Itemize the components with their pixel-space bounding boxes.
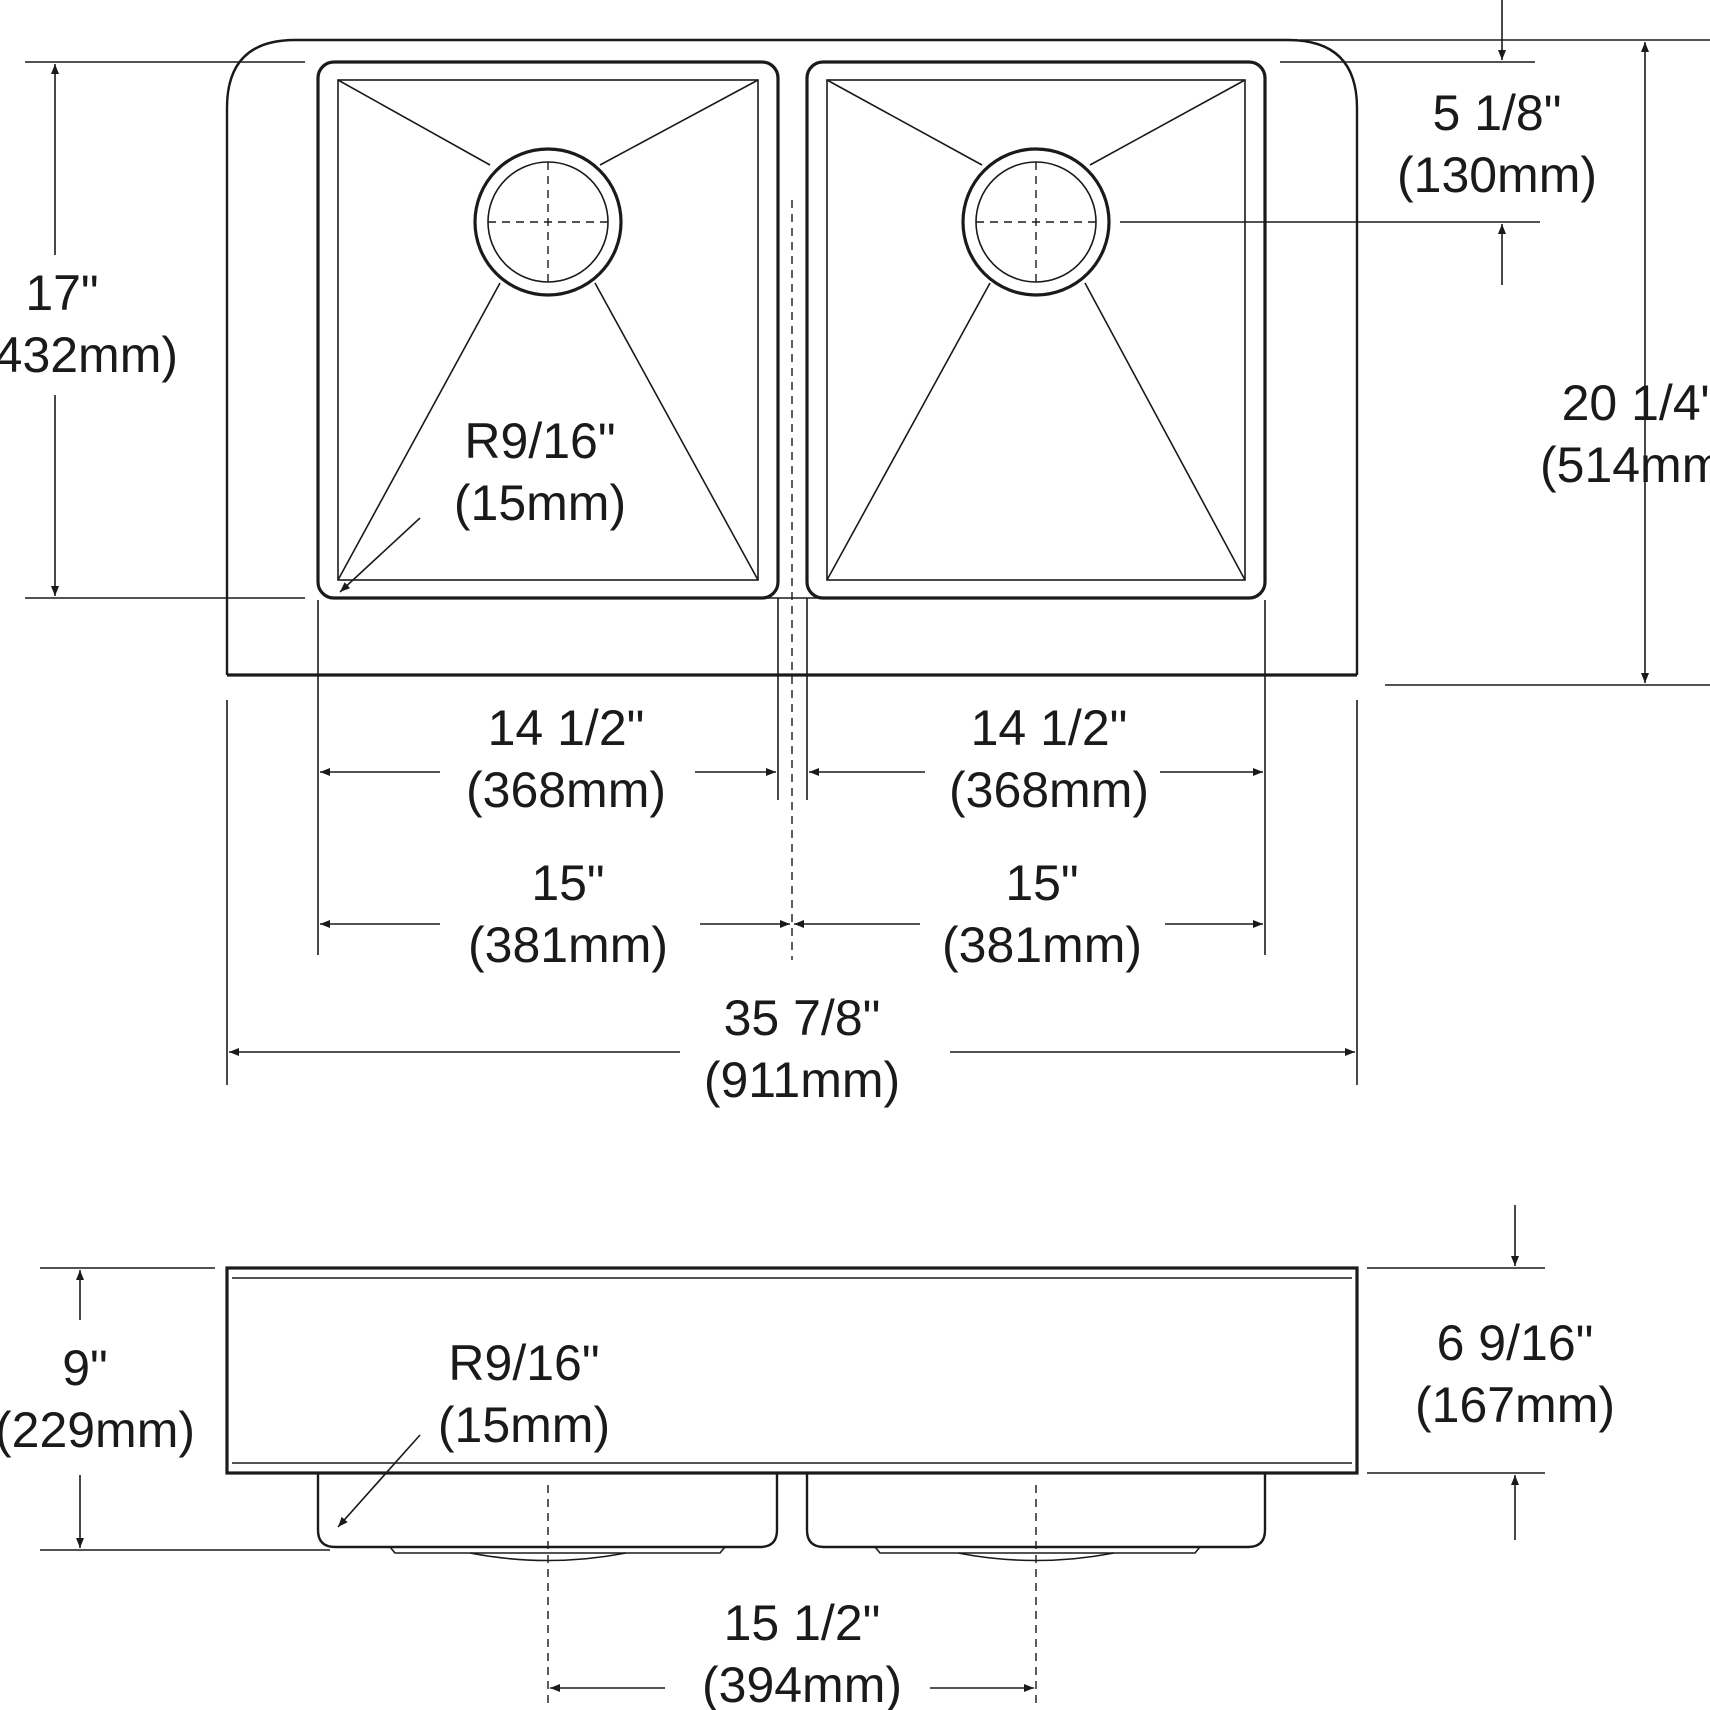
left-drain-icon bbox=[473, 147, 623, 297]
apron-height-in: 6 9/16" bbox=[1437, 1315, 1594, 1371]
right-center-width-mm: (381mm) bbox=[942, 917, 1142, 973]
overall-depth-mm: (514mm) bbox=[1540, 437, 1710, 493]
front-view: 9" (229mm) 6 9/16" (167mm) R9/16" (15mm)… bbox=[0, 1205, 1615, 1710]
apron-height-mm: (167mm) bbox=[1415, 1377, 1615, 1433]
overall-width-mm: (911mm) bbox=[704, 1052, 900, 1108]
front-right-bowl bbox=[805, 1473, 1267, 1549]
drain-spacing-in: 15 1/2" bbox=[724, 1595, 881, 1651]
right-drain-icon bbox=[961, 147, 1111, 297]
front-corner-radius-in: R9/16" bbox=[448, 1335, 599, 1391]
left-bowl-width-mm: (368mm) bbox=[466, 762, 666, 818]
right-bowl-floor bbox=[826, 79, 1246, 581]
apron-outline bbox=[225, 1266, 1359, 1475]
right-bowl-outline bbox=[805, 60, 1267, 600]
left-bowl-outline bbox=[316, 60, 780, 600]
left-center-width-mm: (381mm) bbox=[468, 917, 668, 973]
front-left-bowl bbox=[316, 1473, 779, 1549]
front-corner-radius-mm: (15mm) bbox=[438, 1397, 610, 1453]
right-center-width-in: 15" bbox=[1005, 855, 1078, 911]
top-corner-radius-in: R9/16" bbox=[464, 413, 615, 469]
drain-offset-mm: (130mm) bbox=[1397, 147, 1597, 203]
overall-depth-in: 20 1/4" bbox=[1562, 375, 1710, 431]
overall-height-in: 9" bbox=[62, 1340, 108, 1396]
top-corner-radius-mm: (15mm) bbox=[454, 475, 626, 531]
bowl-depth-in: 17" bbox=[25, 265, 98, 321]
right-bowl-width-in: 14 1/2" bbox=[971, 700, 1128, 756]
drain-offset-in: 5 1/8" bbox=[1433, 85, 1562, 141]
drain-spacing-mm: (394mm) bbox=[702, 1657, 902, 1710]
overall-width-in: 35 7/8" bbox=[724, 990, 881, 1046]
left-bowl-width-in: 14 1/2" bbox=[488, 700, 645, 756]
left-bowl-floor bbox=[337, 79, 759, 581]
right-bowl-width-mm: (368mm) bbox=[949, 762, 1149, 818]
overall-height-mm: (229mm) bbox=[0, 1402, 195, 1458]
top-view: 17" (432mm) 20 1/4" (514mm) 5 1/8" (130m… bbox=[0, 0, 1710, 1108]
bowl-depth-mm: (432mm) bbox=[0, 327, 178, 383]
sink-outer-outline bbox=[225, 38, 1359, 675]
left-center-width-in: 15" bbox=[531, 855, 604, 911]
